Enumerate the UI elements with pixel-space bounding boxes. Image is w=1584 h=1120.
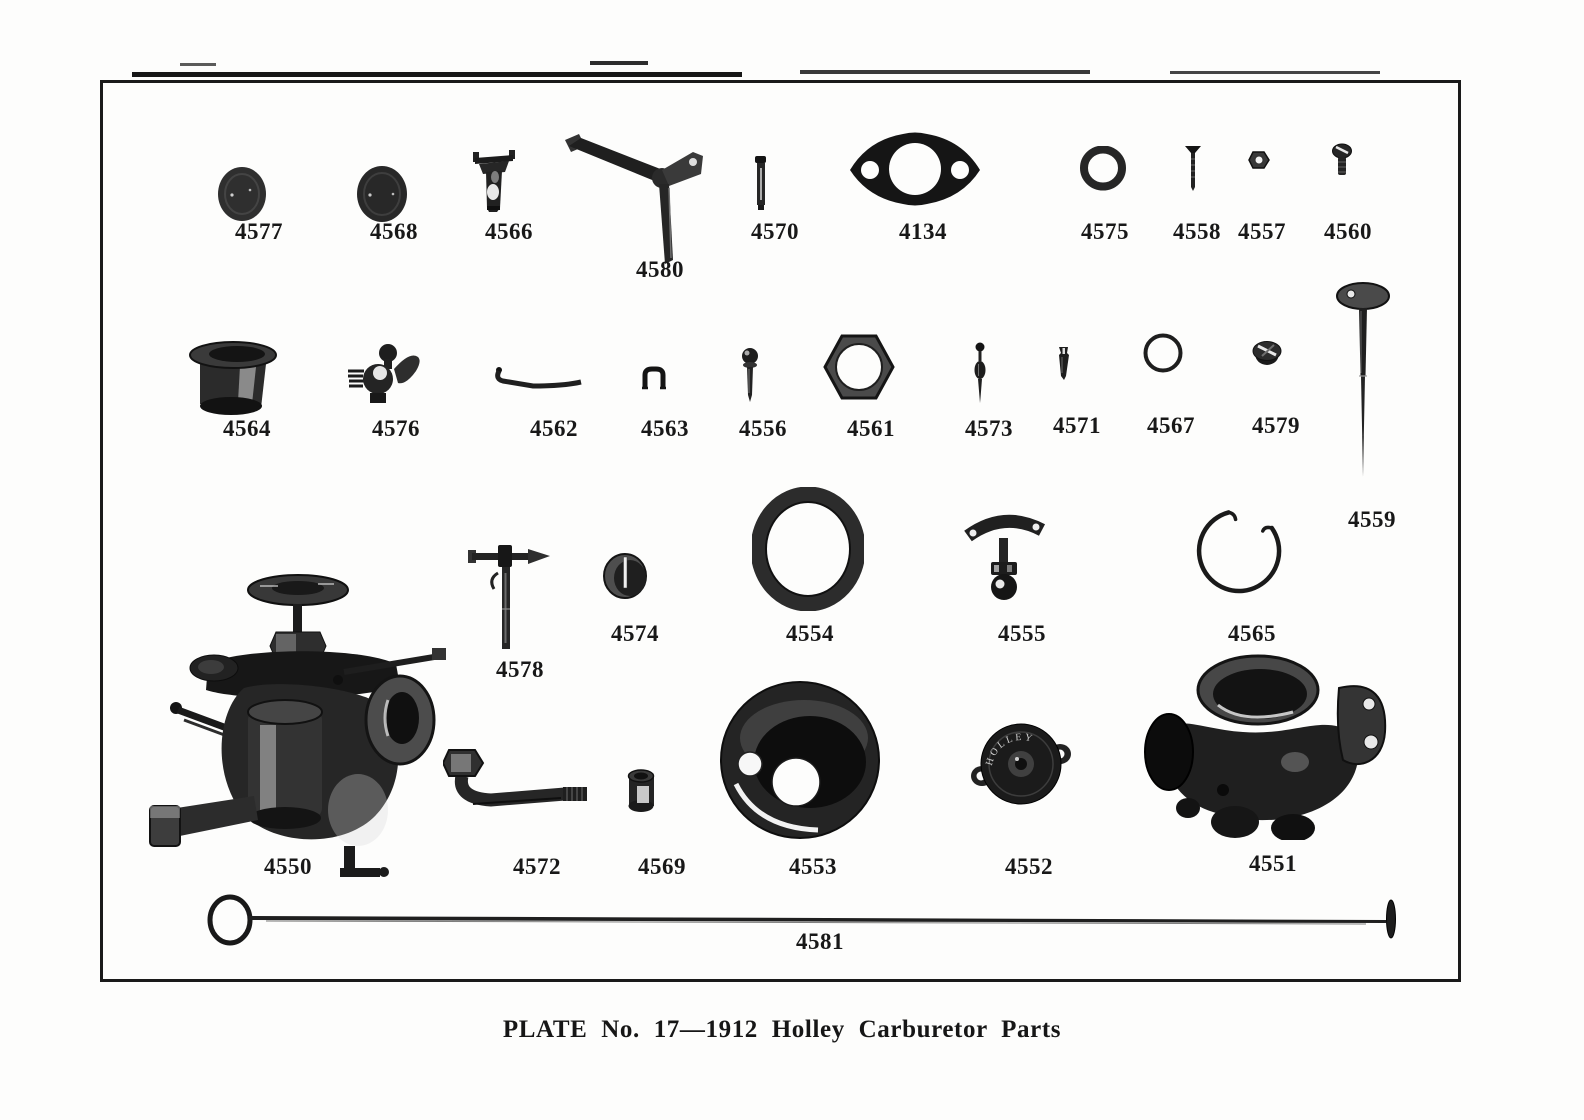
part-illustration-4550 bbox=[148, 560, 448, 883]
part-illustration-4561 bbox=[823, 330, 895, 409]
part-illustration-4560 bbox=[1330, 143, 1354, 184]
part-illustration-4566 bbox=[473, 150, 515, 221]
part-number-4558: 4558 bbox=[1173, 219, 1221, 244]
part-illustration-4558 bbox=[1183, 144, 1203, 197]
part-illustration-4577 bbox=[216, 166, 268, 227]
part-illustration-4578 bbox=[468, 533, 554, 660]
part-illustration-4555 bbox=[960, 506, 1048, 609]
part-number-4568: 4568 bbox=[370, 219, 418, 244]
part-number-4562: 4562 bbox=[530, 416, 578, 441]
part-illustration-4553 bbox=[718, 680, 885, 847]
part-illustration-4580 bbox=[565, 130, 705, 275]
scan-artifact bbox=[132, 72, 742, 77]
part-number-4571: 4571 bbox=[1053, 413, 1101, 438]
part-number-4550: 4550 bbox=[264, 854, 312, 879]
part-number-4560: 4560 bbox=[1324, 219, 1372, 244]
part-number-4573: 4573 bbox=[965, 416, 1013, 441]
scan-artifact bbox=[180, 63, 216, 66]
part-number-4580: 4580 bbox=[636, 257, 684, 282]
part-number-4557: 4557 bbox=[1238, 219, 1286, 244]
part-illustration-4559 bbox=[1335, 281, 1399, 486]
part-illustration-4569 bbox=[625, 768, 659, 819]
part-number-4561: 4561 bbox=[847, 416, 895, 441]
part-illustration-4563 bbox=[641, 366, 667, 395]
scan-artifact bbox=[590, 61, 648, 65]
part-number-4570: 4570 bbox=[751, 219, 799, 244]
part-illustration-4573 bbox=[971, 340, 990, 410]
scan-artifact bbox=[1170, 71, 1380, 74]
part-number-4567: 4567 bbox=[1147, 413, 1195, 438]
part-illustration-4552: HOLLEY bbox=[970, 714, 1072, 819]
part-illustration-4557 bbox=[1248, 150, 1270, 175]
part-number-4565: 4565 bbox=[1228, 621, 1276, 646]
part-number-4134: 4134 bbox=[899, 219, 947, 244]
plate-frame bbox=[100, 80, 1461, 982]
part-illustration-4572 bbox=[441, 748, 591, 817]
part-illustration-4579 bbox=[1250, 340, 1285, 375]
part-illustration-4570 bbox=[752, 154, 770, 217]
part-number-4576: 4576 bbox=[372, 416, 420, 441]
part-illustration-4554 bbox=[750, 486, 866, 616]
part-illustration-4134 bbox=[848, 128, 982, 217]
part-illustration-4567 bbox=[1142, 333, 1184, 379]
part-number-4556: 4556 bbox=[739, 416, 787, 441]
part-illustration-4576 bbox=[346, 341, 424, 414]
part-illustration-4568 bbox=[355, 164, 409, 229]
part-illustration-4565 bbox=[1193, 504, 1285, 599]
part-number-4578: 4578 bbox=[496, 657, 544, 682]
part-illustration-4556 bbox=[738, 347, 764, 410]
part-number-4566: 4566 bbox=[485, 219, 533, 244]
part-illustration-4581 bbox=[206, 894, 1400, 951]
part-illustration-4551 bbox=[1143, 640, 1391, 845]
part-number-4559: 4559 bbox=[1348, 507, 1396, 532]
part-number-4577: 4577 bbox=[235, 219, 283, 244]
part-number-4564: 4564 bbox=[223, 416, 271, 441]
part-number-4563: 4563 bbox=[641, 416, 689, 441]
part-number-4579: 4579 bbox=[1252, 413, 1300, 438]
part-number-4581: 4581 bbox=[796, 929, 844, 954]
part-number-4554: 4554 bbox=[786, 621, 834, 646]
scan-artifact bbox=[800, 70, 1090, 74]
part-illustration-4574 bbox=[603, 553, 648, 604]
part-illustration-4575 bbox=[1080, 145, 1126, 196]
part-illustration-4564 bbox=[188, 340, 280, 423]
part-number-4572: 4572 bbox=[513, 854, 561, 879]
plate-caption: PLATE No. 17—1912 Holley Carburetor Part… bbox=[502, 1016, 1062, 1043]
part-number-4553: 4553 bbox=[789, 854, 837, 879]
part-number-4551: 4551 bbox=[1249, 851, 1297, 876]
part-illustration-4571 bbox=[1055, 343, 1073, 387]
part-illustration-4562 bbox=[493, 363, 585, 399]
part-number-4569: 4569 bbox=[638, 854, 686, 879]
part-number-4552: 4552 bbox=[1005, 854, 1053, 879]
part-number-4575: 4575 bbox=[1081, 219, 1129, 244]
part-number-4574: 4574 bbox=[611, 621, 659, 646]
part-number-4555: 4555 bbox=[998, 621, 1046, 646]
